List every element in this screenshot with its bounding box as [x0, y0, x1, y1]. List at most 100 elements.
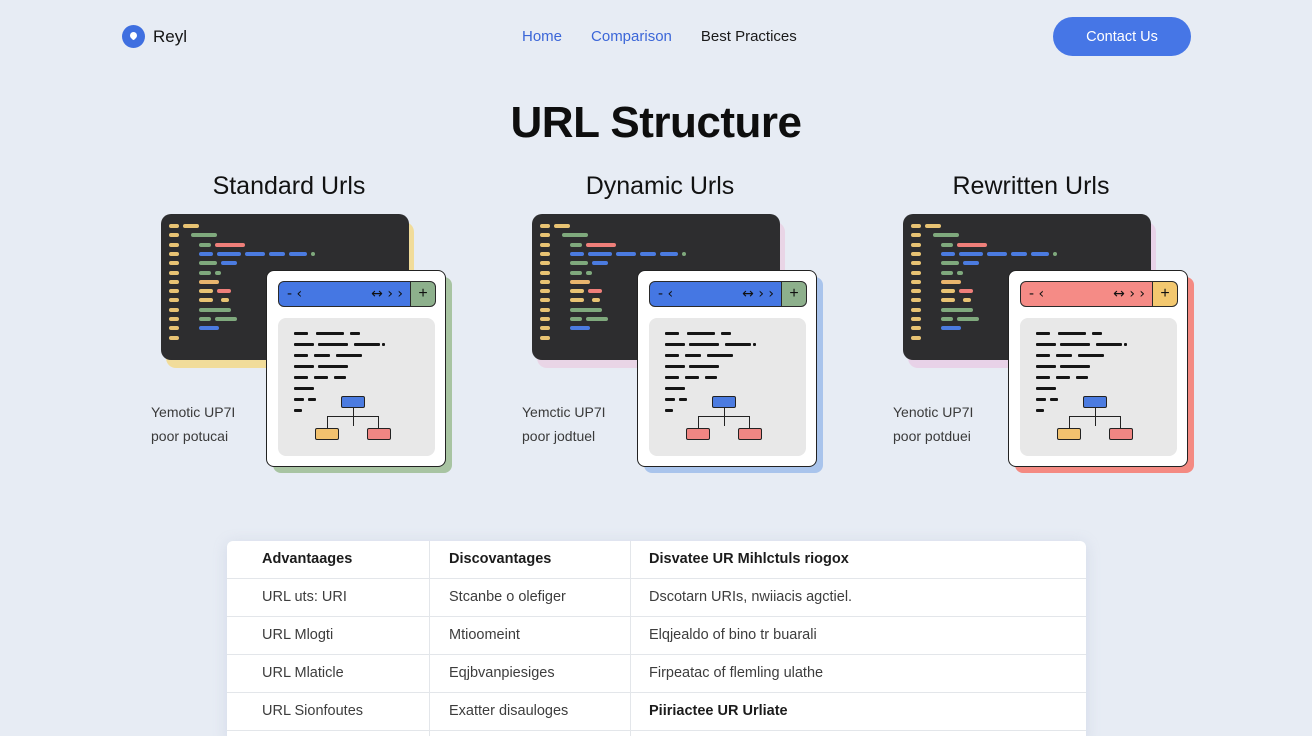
code-line	[925, 224, 941, 228]
text-line	[685, 376, 699, 379]
code-line	[169, 317, 179, 321]
code-line	[941, 270, 953, 275]
code-line	[911, 233, 921, 238]
tree-connector	[1069, 416, 1071, 428]
table-cell: URL uts: URI	[262, 589, 347, 605]
text-line	[1036, 409, 1044, 412]
column-rewritten-urls: Rewritten Urls - ‹ ↔ › › + Yenotic UP7I …	[893, 170, 1226, 490]
nav-link-best-practices[interactable]: Best Practices	[700, 28, 797, 45]
text-line	[336, 354, 362, 357]
code-line	[911, 326, 921, 331]
code-line	[169, 307, 179, 312]
header-cell: Advantaages	[262, 551, 353, 567]
column-description: Yenotic UP7I poor potduei	[893, 400, 973, 448]
text-line	[1036, 354, 1050, 357]
code-line	[941, 298, 955, 303]
tree-connector	[698, 416, 750, 418]
code-line	[941, 251, 955, 256]
code-line	[588, 251, 612, 256]
browser-address-bar: - ‹ ↔ › ›	[1020, 281, 1154, 307]
code-line	[540, 261, 550, 266]
page-title: URL Structure	[510, 98, 802, 147]
code-line	[911, 270, 921, 275]
text-line	[1050, 398, 1058, 401]
text-line	[687, 332, 715, 335]
code-line	[682, 251, 686, 256]
tree-connector	[749, 416, 751, 428]
text-line	[1036, 365, 1056, 368]
text-line	[665, 398, 675, 401]
text-line	[334, 376, 346, 379]
column-dynamic-urls: Dynamic Urls - ‹ ↔ › › + Yemctic UP7I po…	[522, 170, 855, 490]
nav-link-home[interactable]: Home	[522, 28, 563, 45]
table-cell: Dscotarn URIs, nwiiacis agctiel.	[649, 589, 853, 605]
table-cell: Firpeatac of flemling ulathe	[649, 665, 824, 681]
browser-address-bar: - ‹ ↔ › ›	[649, 281, 783, 307]
text-line	[665, 376, 679, 379]
tree-child-node	[1109, 428, 1133, 440]
code-line	[217, 251, 241, 256]
header-cell: Disvatee UR Mihlctuls riogox	[649, 551, 849, 567]
table-header-row: Advantaages Discovantages Disvatee UR Mi…	[227, 541, 1086, 579]
code-line	[957, 242, 987, 247]
code-line	[570, 242, 582, 247]
table-cell: Eqjbvanpiesiges	[449, 665, 555, 681]
text-line	[1036, 398, 1046, 401]
code-line	[540, 335, 550, 340]
code-line	[169, 326, 179, 331]
code-line	[570, 298, 584, 303]
nav-links: Home Comparison Best Practices	[522, 28, 797, 45]
code-line	[987, 251, 1007, 256]
code-line	[570, 261, 588, 266]
code-line	[540, 251, 550, 256]
code-line	[554, 224, 570, 228]
table-cell: URL Sionfoutes	[262, 703, 364, 719]
text-line	[753, 343, 756, 346]
logo-text: Reyl	[153, 26, 188, 46]
text-line	[1036, 376, 1050, 379]
code-line	[540, 242, 550, 247]
text-line	[294, 354, 308, 357]
column-description: Yemotic UP7I poor potucai	[151, 400, 235, 448]
table-cell: Elqjealdo of bino tr buarali	[649, 627, 817, 643]
code-line	[941, 261, 959, 266]
text-line	[1060, 343, 1090, 346]
text-line	[294, 387, 314, 390]
page-content-illustration	[278, 318, 435, 456]
plus-icon: +	[410, 281, 436, 307]
column-title: Standard Urls	[212, 172, 366, 200]
column-description: Yemctic UP7I poor jodtuel	[522, 400, 606, 448]
description-line: Yenotic UP7I	[893, 404, 974, 420]
page-content-illustration	[1020, 318, 1177, 456]
code-line	[199, 270, 211, 275]
logo[interactable]: Reyl	[122, 25, 187, 48]
code-line	[570, 317, 582, 321]
table-cell: URL Mlaticle	[262, 665, 344, 681]
code-line	[570, 251, 584, 256]
code-line	[169, 289, 179, 294]
column-divider	[429, 541, 430, 736]
code-line	[169, 279, 179, 284]
code-line	[911, 279, 921, 284]
nav-link-comparison[interactable]: Comparison	[591, 28, 672, 45]
tree-connector	[1120, 416, 1122, 428]
code-line	[911, 242, 921, 247]
code-line	[1011, 251, 1027, 256]
contact-us-button[interactable]: Contact Us	[1053, 17, 1191, 56]
code-line	[941, 317, 953, 321]
code-line	[963, 298, 971, 303]
code-line	[540, 298, 550, 303]
code-line	[540, 270, 550, 275]
text-line	[665, 343, 685, 346]
text-line	[294, 365, 314, 368]
text-line	[1060, 365, 1090, 368]
text-line	[665, 332, 679, 335]
column-title: Dynamic Urls	[585, 172, 735, 200]
text-line	[316, 332, 344, 335]
code-line	[941, 289, 955, 294]
tree-root-node	[1083, 396, 1107, 408]
code-line	[592, 261, 608, 266]
header-cell: Discovantages	[449, 551, 552, 567]
code-line	[570, 289, 584, 294]
column-divider	[630, 541, 631, 736]
